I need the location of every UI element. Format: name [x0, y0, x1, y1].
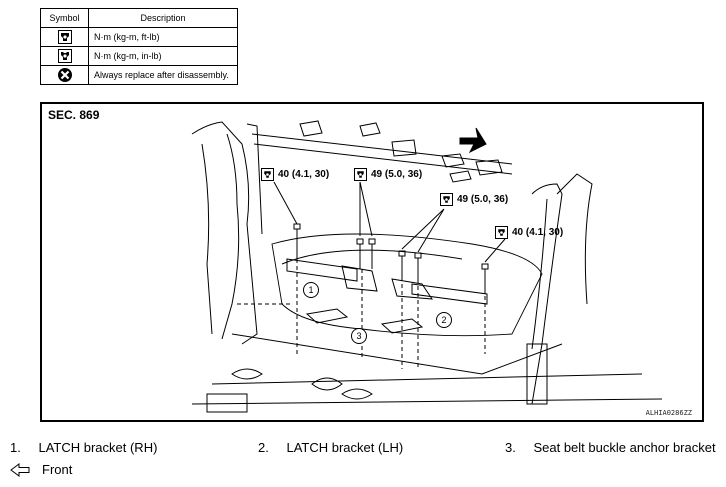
torque-spec-1: 40 (4.1, 30) [261, 168, 329, 181]
torque-value: 40 (4.1, 30) [278, 169, 330, 180]
torque-value: 49 (5.0, 36) [457, 194, 509, 205]
caption-2: 2. LATCH bracket (LH) [258, 440, 403, 455]
exploded-view-figure: SEC. 869 40 (4.1, 30) 49 (5.0, 36) 49 (5… [40, 102, 704, 422]
legend-symbol-cell [40, 27, 89, 47]
caption-text: LATCH bracket (RH) [38, 440, 158, 455]
caption-3: 3. Seat belt buckle anchor bracket [505, 440, 716, 455]
torque-value: 40 (4.1, 30) [512, 227, 564, 238]
torque-inlb-icon [57, 49, 72, 63]
caption-text: LATCH bracket (LH) [286, 440, 404, 455]
front-label: Front [42, 462, 73, 477]
symbol-legend-table: Symbol Description N·m (kg-m, ft-lb) N·m… [40, 8, 238, 85]
torque-spec-2: 49 (5.0, 36) [354, 168, 422, 181]
legend-symbol-cell [40, 65, 89, 85]
torque-spec-3: 49 (5.0, 36) [440, 193, 508, 206]
section-label: SEC. 869 [48, 108, 100, 122]
legend-description: N·m (kg-m, ft-lb) [88, 27, 238, 47]
caption-number: 3. [505, 440, 516, 455]
legend-symbol-cell [40, 46, 89, 66]
front-arrow-icon [10, 462, 30, 477]
torque-ftlb-icon [440, 193, 453, 206]
callout-3: 3 [351, 328, 367, 344]
caption-text: Seat belt buckle anchor bracket [533, 440, 716, 455]
caption-1: 1. LATCH bracket (RH) [10, 440, 157, 455]
caption-number: 1. [10, 440, 21, 455]
legend-header-symbol: Symbol [40, 8, 89, 28]
torque-ftlb-icon [261, 168, 274, 181]
legend-description: Always replace after disassembly. [88, 65, 238, 85]
torque-value: 49 (5.0, 36) [371, 169, 423, 180]
legend-description: N·m (kg-m, in-lb) [88, 46, 238, 66]
figure-code: ALHIA0286ZZ [645, 409, 692, 417]
replace-icon [57, 68, 72, 82]
front-indicator: Front [10, 462, 72, 477]
legend-header-description: Description [88, 8, 238, 28]
latch-bracket-drawing [191, 120, 663, 413]
torque-ftlb-icon [57, 30, 72, 44]
torque-ftlb-icon [354, 168, 367, 181]
callout-1: 1 [303, 282, 319, 298]
caption-number: 2. [258, 440, 269, 455]
torque-spec-4: 40 (4.1, 30) [495, 226, 563, 239]
callout-2: 2 [436, 312, 452, 328]
torque-ftlb-icon [495, 226, 508, 239]
